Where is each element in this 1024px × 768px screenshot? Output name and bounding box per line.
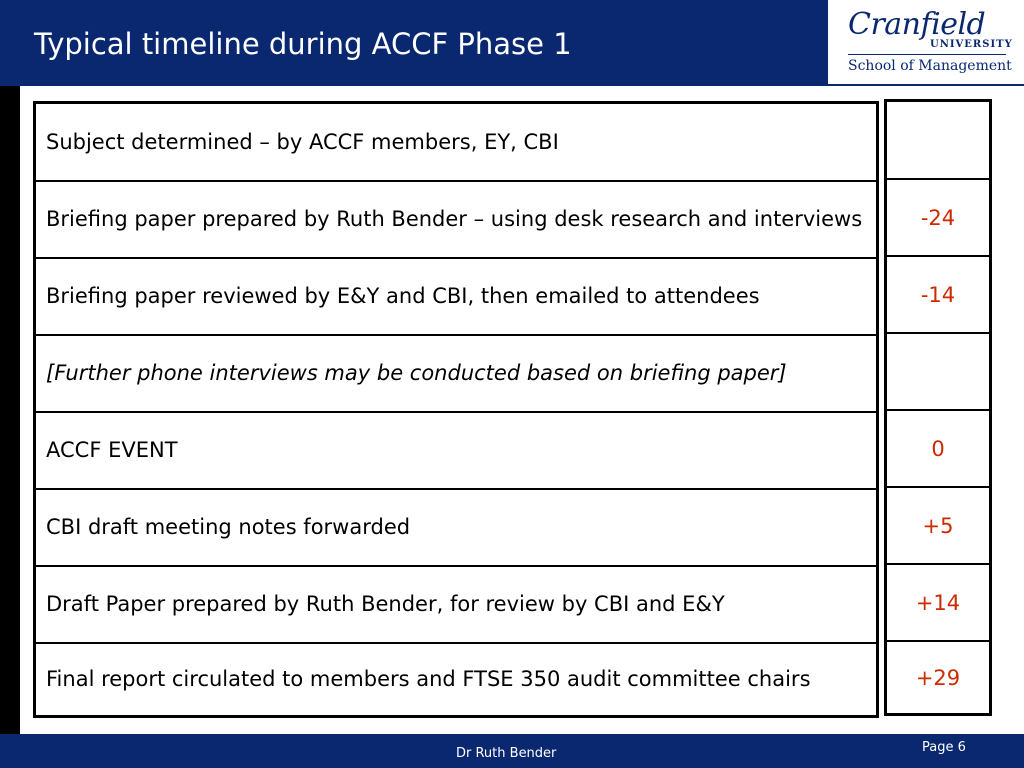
footer-author: Dr Ruth Bender — [456, 746, 557, 761]
step-text: Briefing paper reviewed by E&Y and CBI, … — [46, 284, 760, 308]
timeline-day-cell — [887, 332, 989, 409]
timeline-step-row: Draft Paper prepared by Ruth Bender, for… — [36, 565, 876, 642]
timeline-step-row: Briefing paper prepared by Ruth Bender –… — [36, 180, 876, 257]
step-text: [Further phone interviews may be conduct… — [46, 361, 787, 385]
logo-school: School of Management — [848, 58, 1012, 74]
slide-title: Typical timeline during ACCF Phase 1 — [34, 27, 572, 61]
step-text: ACCF EVENT — [46, 438, 178, 462]
timeline-step-row: Final report circulated to members and F… — [36, 642, 876, 715]
timeline-day-cell — [887, 102, 989, 178]
timeline-step-row: ACCF EVENT — [36, 411, 876, 488]
slide-header: Typical timeline during ACCF Phase 1 Cra… — [0, 0, 1024, 86]
timeline-day-cell: 0 — [887, 409, 989, 486]
step-text: Subject determined – by ACCF members, EY… — [46, 129, 559, 154]
left-accent-bar — [0, 86, 20, 734]
step-text: Final report circulated to members and F… — [46, 667, 811, 691]
timeline-steps-table: Subject determined – by ACCF members, EY… — [33, 101, 879, 718]
logo-name: Cranfield — [848, 7, 986, 42]
timeline-day-cell: -24 — [887, 178, 989, 255]
timeline-day-cell: +14 — [887, 563, 989, 640]
timeline-day-cell: +29 — [887, 640, 989, 713]
timeline-step-row: Briefing paper reviewed by E&Y and CBI, … — [36, 257, 876, 334]
timeline-step-row: Subject determined – by ACCF members, EY… — [36, 104, 876, 180]
step-text: Draft Paper prepared by Ruth Bender, for… — [46, 592, 725, 616]
timeline-day-cell: -14 — [887, 255, 989, 332]
logo-divider — [848, 54, 1006, 55]
timeline-days-table: -24 -14 0 +5 +14 +29 — [884, 99, 992, 716]
step-text: Briefing paper prepared by Ruth Bender –… — [46, 207, 863, 231]
timeline-step-row: [Further phone interviews may be conduct… — [36, 334, 876, 411]
step-text: CBI draft meeting notes forwarded — [46, 515, 411, 539]
logo-university: UNIVERSITY — [930, 39, 1013, 50]
timeline-day-cell: +5 — [887, 486, 989, 563]
slide-footer: Dr Ruth Bender Page 6 — [0, 734, 1024, 768]
cranfield-logo: Cranfield UNIVERSITY School of Managemen… — [828, 0, 1024, 84]
page-number: Page 6 — [922, 740, 966, 755]
timeline-step-row: CBI draft meeting notes forwarded — [36, 488, 876, 565]
